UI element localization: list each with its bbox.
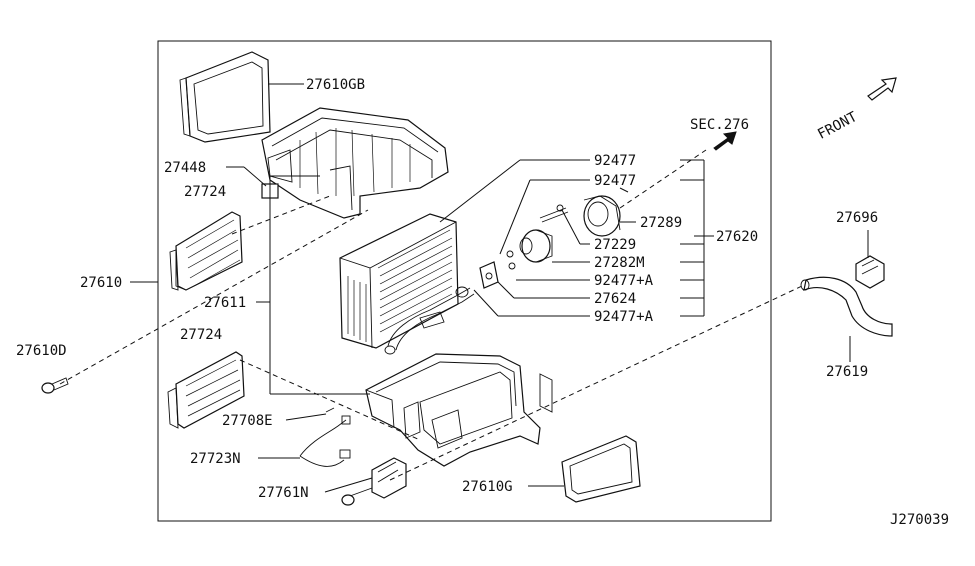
callout-27611: 27611: [204, 295, 246, 311]
connector-27761N: [341, 457, 407, 506]
assembly-frame: [157, 40, 772, 522]
callout-92477A-2: 92477+A: [594, 309, 654, 325]
callout-92477A-1: 92477+A: [594, 273, 654, 289]
callout-27610GB: 27610GB: [306, 77, 365, 93]
callout-27724-bottom: 27724: [180, 327, 222, 343]
callout-92477-b: 92477: [594, 173, 636, 189]
callout-sec276: SEC.276: [690, 117, 749, 133]
callout-27723N: 27723N: [190, 451, 241, 467]
callout-27289: 27289: [640, 215, 682, 231]
leader-lines: [130, 83, 869, 493]
callout-27619: 27619: [826, 364, 868, 380]
evaporator-core: [339, 213, 459, 349]
upper-filter-frame: [179, 51, 271, 143]
callout-27624: 27624: [594, 291, 636, 307]
callout-27696: 27696: [836, 210, 878, 226]
sec276-pointer-arrow: [713, 131, 737, 151]
upper-cabin-filter: [169, 211, 243, 291]
evaporator-pipes: [384, 286, 475, 355]
valve-assembly-parts: [506, 204, 569, 270]
hose-clip: [855, 255, 885, 289]
wire-harness: [299, 407, 351, 467]
lower-filter-frame: [561, 435, 641, 503]
dashed-alignment-lines: [59, 149, 803, 481]
callout-27761N: 27761N: [258, 485, 309, 501]
callout-27282M: 27282M: [594, 255, 645, 271]
front-direction-arrow: [867, 77, 897, 101]
callout-27448: 27448: [164, 160, 206, 176]
lower-cabin-filter: [167, 351, 245, 429]
expansion-valve: [479, 261, 499, 289]
drain-hose: [800, 276, 893, 337]
callout-27724-top: 27724: [184, 184, 226, 200]
callout-27610G: 27610G: [462, 479, 513, 495]
callout-27229: 27229: [594, 237, 636, 253]
callout-27620: 27620: [716, 229, 758, 245]
callout-92477-a: 92477: [594, 153, 636, 169]
callout-27610: 27610: [80, 275, 122, 291]
lower-case-half: [365, 353, 553, 467]
callout-27610D: 27610D: [16, 343, 67, 359]
screw-27610D: [41, 377, 69, 394]
front-label: FRONT: [815, 109, 860, 143]
reference-code: J270039: [890, 512, 949, 528]
callout-27708E: 27708E: [222, 413, 273, 429]
grommet-27289: [583, 195, 621, 237]
upper-case-half: [261, 107, 449, 219]
